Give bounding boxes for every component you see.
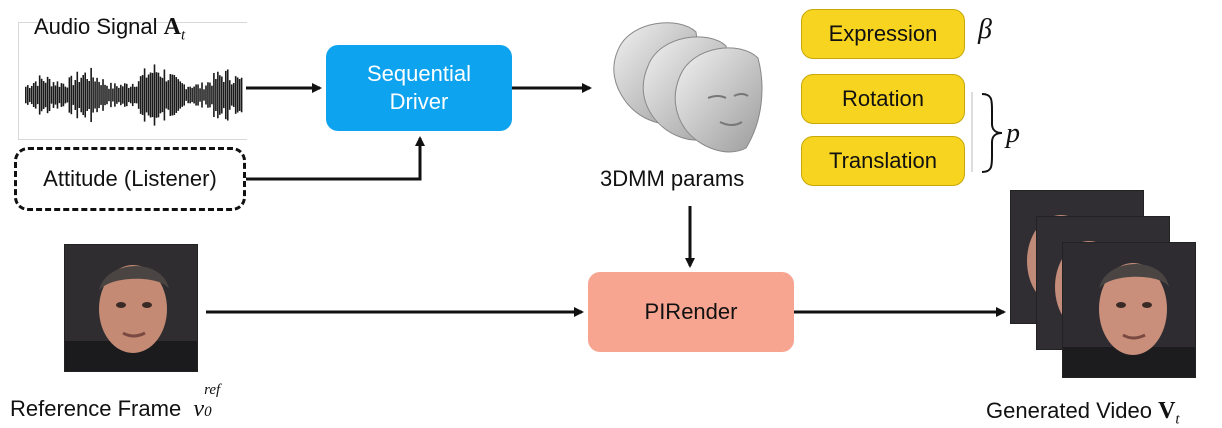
audio-signal-panel	[18, 22, 247, 140]
face-mesh-3	[674, 47, 763, 153]
3dmm-params-label: 3DMM params	[600, 166, 745, 191]
audio-signal-label: Audio Signal At	[34, 14, 186, 44]
driver-label-line1: Sequential	[367, 61, 471, 86]
reference-frame-image	[64, 244, 198, 372]
pirender-label: PIRender	[644, 299, 738, 324]
attitude-label: Attitude (Listener)	[43, 166, 217, 191]
audio-waveform	[25, 64, 243, 126]
3dmm-faces	[613, 22, 763, 153]
brace-symbol	[971, 92, 1003, 173]
driver-label-line2: Driver	[389, 89, 449, 114]
expression-label: Expression	[828, 21, 938, 46]
translation-box: Translation	[801, 136, 965, 186]
sequential-driver-box: Sequential Driver	[326, 45, 512, 131]
generated-video-label: Generated Video Vt	[986, 398, 1180, 428]
expression-box: Expression	[801, 9, 965, 59]
attitude-box: Attitude (Listener)	[14, 147, 246, 211]
reference-frame-label: Reference Frame v ref 0	[10, 382, 221, 422]
rotation-label: Rotation	[842, 86, 924, 111]
generated-frame-front	[1062, 242, 1196, 378]
beta-symbol: β	[978, 14, 992, 45]
p-symbol: p	[1006, 118, 1020, 149]
rotation-box: Rotation	[801, 74, 965, 124]
pirender-box: PIRender	[588, 272, 794, 352]
arrow-attitude-to-driver	[246, 136, 425, 181]
translation-label: Translation	[828, 148, 937, 173]
